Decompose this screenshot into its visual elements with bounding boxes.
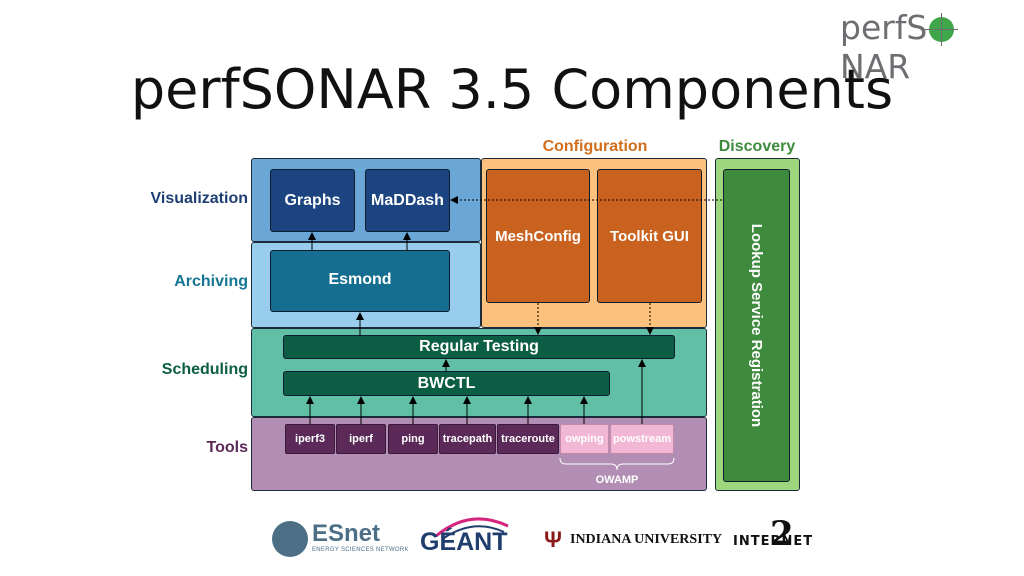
owamp-brace	[559, 457, 675, 471]
esnet-logo-tagline: ENERGY SCIENCES NETWORK	[312, 547, 409, 553]
meshconfig-box: MeshConfig	[486, 169, 590, 303]
tools-label: Tools	[206, 439, 248, 456]
maddash-box: MaDDash	[365, 169, 450, 232]
brand-suffix: NAR	[840, 47, 911, 86]
brand-crosshair-icon	[925, 13, 959, 46]
internet2-logo-name: INTERNET	[733, 534, 814, 549]
owamp-label: OWAMP	[595, 474, 639, 486]
brand-prefix: perfS	[840, 8, 928, 47]
esnet-globe-icon	[272, 521, 308, 557]
geant-logo-name: GÉANT	[420, 528, 508, 556]
iu-trident-icon: Ψ	[544, 527, 562, 552]
regular-testing-box: Regular Testing	[283, 335, 675, 359]
esmond-box: Esmond	[270, 250, 450, 312]
toolkit-gui-box: Toolkit GUI	[597, 169, 702, 303]
bwctl-box: BWCTL	[283, 371, 610, 396]
page-title: perfSONAR 3.5 Components	[130, 58, 894, 121]
tool-owping: owping	[560, 424, 609, 454]
archiving-label: Archiving	[174, 273, 248, 290]
tool-tracepath: tracepath	[439, 424, 496, 454]
configuration-label: Configuration	[542, 138, 648, 155]
scheduling-label: Scheduling	[161, 361, 248, 378]
tool-traceroute: traceroute	[497, 424, 559, 454]
discovery-label: Discovery	[718, 138, 796, 155]
tool-powstream: powstream	[610, 424, 674, 454]
perfsonar-brand-logo: perfSNAR	[840, 8, 1024, 86]
lookup-service-box: Lookup Service Registration	[723, 169, 790, 482]
visualization-label: Visualization	[150, 190, 248, 207]
internet2-logo-mark: 2	[770, 514, 794, 554]
graphs-box: Graphs	[270, 169, 355, 232]
indiana-logo-name: INDIANA UNIVERSITY	[570, 532, 723, 547]
tool-ping: ping	[388, 424, 438, 454]
geant-swoosh-icon	[435, 517, 509, 539]
tool-iperf3: iperf3	[285, 424, 335, 454]
tool-iperf: iperf	[336, 424, 386, 454]
esnet-logo-name: ESnet	[312, 520, 381, 547]
